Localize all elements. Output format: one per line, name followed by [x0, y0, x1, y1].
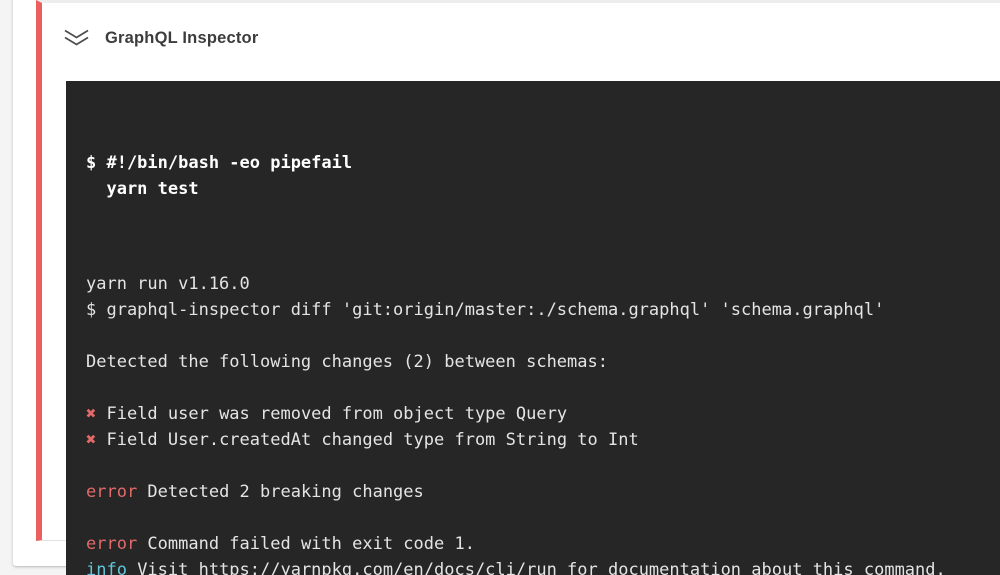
terminal-line: $ #!/bin/bash -eo pipefail — [86, 153, 353, 173]
terminal-line — [86, 323, 1000, 349]
terminal-line: error Command failed with exit code 1. — [86, 534, 475, 554]
terminal-line: ✖ Field user was removed from object typ… — [86, 404, 568, 424]
terminal-line: error Detected 2 breaking changes — [86, 482, 424, 502]
terminal-line: yarn test — [86, 179, 199, 199]
terminal-line: yarn run v1.16.0 — [86, 274, 250, 294]
terminal-line: ✖ Field User.createdAt changed type from… — [86, 430, 639, 450]
chevrons-down-icon[interactable] — [63, 29, 90, 47]
terminal-line: info Visit https://yarnpkg.com/en/docs/c… — [86, 560, 946, 575]
terminal-line: Detected the following changes (2) betwe… — [86, 352, 608, 372]
step-title: GraphQL Inspector — [105, 28, 259, 47]
terminal-line: $ graphql-inspector diff 'git:origin/mas… — [86, 300, 885, 320]
build-step-card: GraphQL Inspector $ #!/bin/bash -eo pipe… — [13, 0, 1000, 575]
terminal-panel: $ #!/bin/bash -eo pipefail yarn test yar… — [66, 81, 1000, 575]
step-header[interactable]: GraphQL Inspector — [42, 3, 1000, 49]
terminal-output: yarn run v1.16.0 $ graphql-inspector diff… — [86, 271, 1000, 575]
failed-step-section: GraphQL Inspector $ #!/bin/bash -eo pipe… — [36, 0, 1000, 575]
terminal-line — [86, 375, 1000, 401]
terminal-line — [86, 505, 1000, 531]
terminal-command: $ #!/bin/bash -eo pipefail yarn test — [86, 150, 1000, 202]
terminal-line — [86, 453, 1000, 479]
